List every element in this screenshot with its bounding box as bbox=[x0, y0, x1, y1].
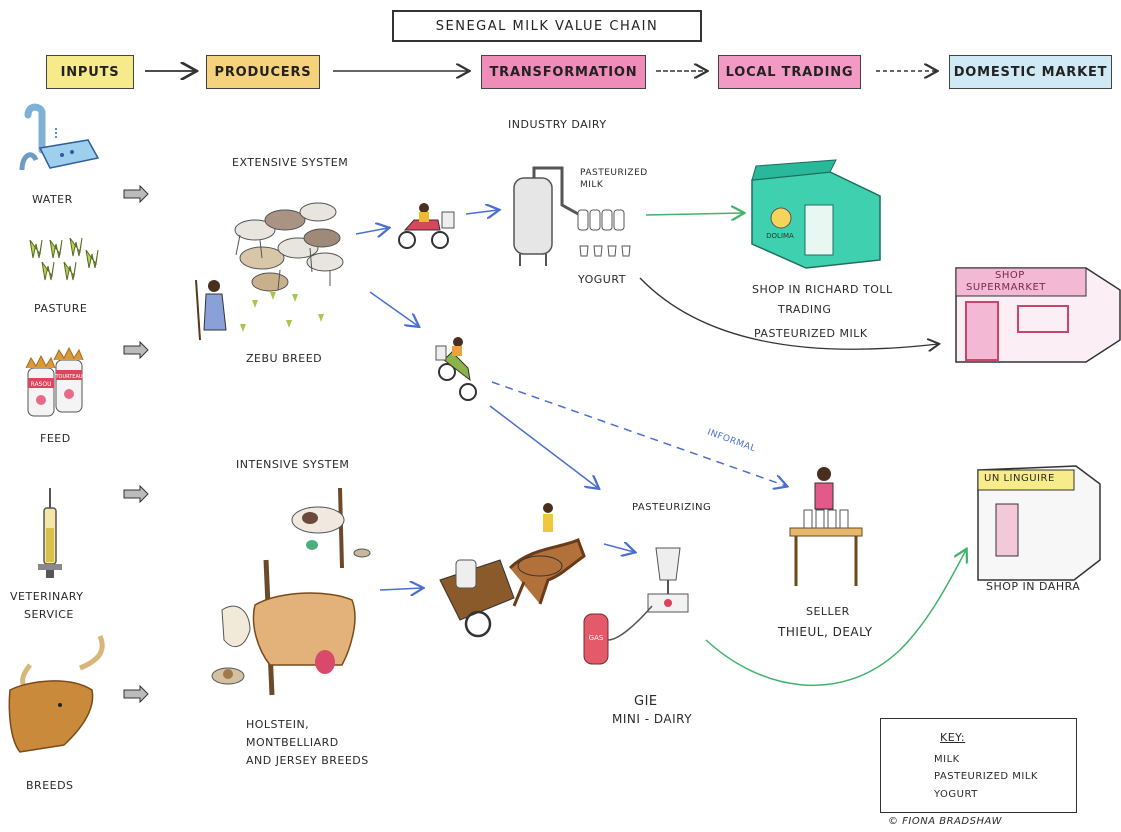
label-holstein: HOLSTEIN, bbox=[246, 718, 310, 731]
grass-tufts-icon bbox=[240, 292, 324, 332]
label-intensive-system: INTENSIVE SYSTEM bbox=[236, 458, 350, 471]
herder-figure-icon bbox=[195, 279, 227, 341]
label-yogurt: YOGURT bbox=[578, 273, 626, 286]
supermarket-icon bbox=[955, 267, 1121, 363]
holstein-cow-icon bbox=[211, 559, 356, 696]
key-milk: MILK bbox=[934, 754, 960, 765]
key-pasteurized-milk: PASTEURIZED MILK bbox=[934, 771, 1038, 782]
intensive-cow-icon bbox=[291, 487, 371, 569]
yogurt-flows bbox=[639, 277, 938, 349]
label-service: SERVICE bbox=[24, 608, 74, 621]
stage-producers: PRODUCERS bbox=[206, 55, 320, 89]
water-icon bbox=[19, 103, 100, 171]
diagram-title: SENEGAL MILK VALUE CHAIN bbox=[392, 10, 702, 42]
label-mini-dairy: MINI - DAIRY bbox=[612, 712, 693, 726]
label-pasteurized-milk-shop: PASTEURIZED MILK bbox=[754, 327, 868, 340]
stage-local-trading: LOCAL TRADING bbox=[718, 55, 861, 89]
label-feed: FEED bbox=[40, 432, 71, 445]
richard-toll-shop-icon bbox=[751, 159, 881, 269]
label-veterinary: VETERINARY bbox=[10, 590, 84, 603]
pasteurized-milk-flows bbox=[645, 213, 966, 687]
key-title: KEY: bbox=[940, 731, 966, 744]
stage-domestic-market: DOMESTIC MARKET bbox=[949, 55, 1112, 89]
label-milk: MILK bbox=[580, 180, 604, 190]
label-pasteurized: PASTEURIZED bbox=[580, 168, 648, 178]
stage-inputs: INPUTS bbox=[46, 55, 134, 89]
feed-bag-label-left: RASOU bbox=[31, 381, 52, 388]
label-seller: SELLER bbox=[806, 605, 850, 618]
label-jersey: AND JERSEY BREEDS bbox=[246, 754, 369, 767]
label-industry-dairy: INDUSTRY DAIRY bbox=[508, 118, 607, 131]
label-gie: GIE bbox=[634, 694, 658, 709]
label-pasteurizing: PASTEURIZING bbox=[632, 502, 712, 513]
syringe-icon bbox=[38, 488, 62, 578]
key-yogurt: YOGURT bbox=[934, 789, 978, 800]
stage-transformation: TRANSFORMATION bbox=[481, 55, 646, 89]
breed-bull-icon bbox=[8, 635, 105, 753]
milk-flows bbox=[355, 210, 786, 590]
zebu-herd-icon bbox=[234, 202, 344, 292]
label-extensive-system: EXTENSIVE SYSTEM bbox=[232, 156, 349, 169]
pasture-icon bbox=[29, 237, 99, 281]
legend-key bbox=[880, 718, 1077, 813]
feed-bags-icon bbox=[25, 346, 84, 417]
motorbike-1-icon bbox=[398, 203, 455, 249]
label-water: WATER bbox=[32, 193, 73, 206]
label-shop-dahra: SHOP IN DAHRA bbox=[986, 580, 1081, 593]
label-shop-sign: SHOP bbox=[995, 270, 1025, 281]
yogurt-cups-icon bbox=[579, 245, 631, 257]
horse-cart-icon bbox=[439, 503, 586, 638]
label-shop-richard-toll: SHOP IN RICHARD TOLL bbox=[752, 283, 893, 296]
label-seller-names: THIEUL, DEALY bbox=[778, 625, 873, 639]
label-un-linguire: UN LINGUIRE bbox=[984, 473, 1055, 484]
label-zebu-breed: ZEBU BREED bbox=[246, 352, 323, 365]
label-trading: TRADING bbox=[778, 303, 832, 316]
dahra-shop-icon bbox=[977, 465, 1101, 581]
input-arrows bbox=[123, 184, 149, 704]
gas-bottle-icon bbox=[583, 605, 653, 665]
gas-label: GAS bbox=[589, 634, 604, 642]
motorbike-2-icon bbox=[435, 337, 477, 401]
credit: © FIONA BRADSHAW bbox=[888, 816, 1003, 827]
industry-dairy-tank-icon bbox=[513, 166, 581, 266]
pasteurizer-icon bbox=[647, 547, 689, 613]
feed-bag-label-right: TOURTEAU bbox=[54, 374, 82, 380]
label-pasture: PASTURE bbox=[34, 302, 88, 315]
seller-icon bbox=[789, 467, 863, 586]
pasteurized-milk-bottles-icon bbox=[577, 209, 625, 231]
label-supermarket-sign: SUPERMARKET bbox=[966, 282, 1046, 293]
dolima-sign: DOLIMA bbox=[766, 232, 794, 240]
label-breeds: BREEDS bbox=[26, 779, 74, 792]
label-montbelliard: MONTBELLIARD bbox=[246, 736, 339, 749]
